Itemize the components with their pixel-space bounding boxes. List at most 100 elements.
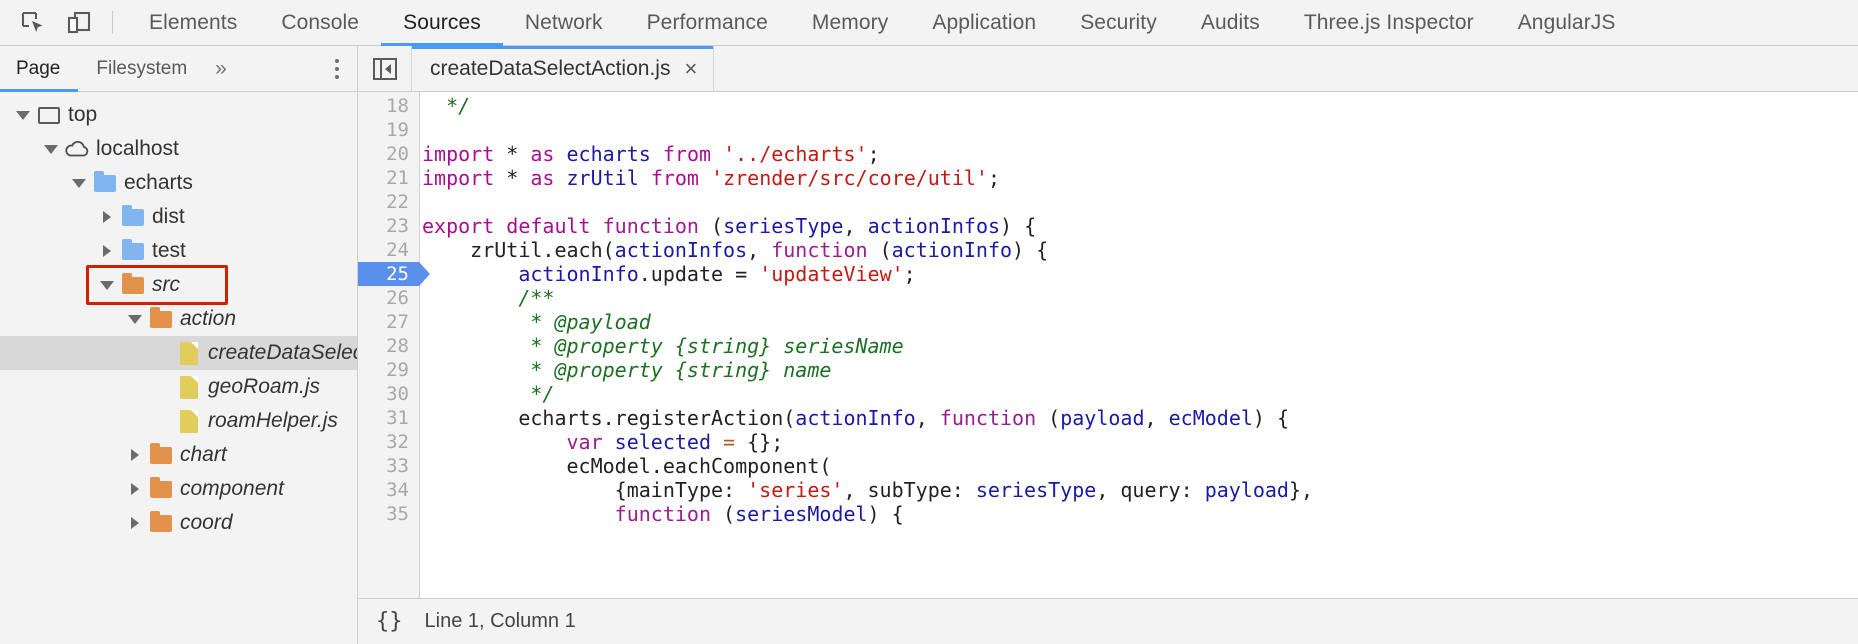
code-token: {}; [735,430,784,454]
line-number-19[interactable]: 19 [386,119,409,141]
device-toolbar-icon[interactable] [56,0,102,45]
tab-network[interactable]: Network [503,0,625,45]
code-content[interactable]: */ import * as echarts from '../echarts'… [420,92,1858,598]
code-line-29[interactable]: * @property {string} name [422,358,1858,382]
line-number-30[interactable]: 30 [386,383,409,405]
line-number-29[interactable]: 29 [386,359,409,381]
chevron-right-icon[interactable] [124,483,146,495]
chevron-down-icon[interactable] [68,178,90,188]
code-line-32[interactable]: var selected = {}; [422,430,1858,454]
line-number-25[interactable]: 25 [358,262,430,286]
tab-performance[interactable]: Performance [625,0,790,45]
chevron-right-icon[interactable] [124,449,146,461]
nav-tab-page[interactable]: Page [0,46,79,92]
tab-application[interactable]: Application [910,0,1058,45]
tree-item-label: coord [180,511,233,534]
folder-blue-icon [118,238,148,260]
code-line-27[interactable]: * @payload [422,310,1858,334]
chevron-down-icon[interactable] [40,144,62,154]
line-number-20[interactable]: 20 [386,143,409,165]
close-icon[interactable]: × [684,55,698,81]
code-token: * [494,142,531,166]
tab-angularjs[interactable]: AngularJS [1496,0,1638,45]
code-line-24[interactable]: zrUtil.each(actionInfos, function (actio… [422,238,1858,262]
code-line-22[interactable] [422,190,1858,214]
tree-item-localhost[interactable]: localhost [0,132,357,166]
folder-blue-icon [118,204,148,226]
tree-item-coord[interactable]: coord [0,506,357,540]
tree-item-test[interactable]: test [0,234,357,268]
chevron-down-icon[interactable] [12,110,34,120]
code-line-28[interactable]: * @property {string} seriesName [422,334,1858,358]
nav-tab-filesystem[interactable]: Filesystem [78,46,205,91]
line-number-23[interactable]: 23 [386,215,409,237]
code-line-34[interactable]: {mainType: 'series', subType: seriesType… [422,478,1858,502]
line-number-34[interactable]: 34 [386,479,409,501]
tree-item-chart[interactable]: chart [0,438,357,472]
tab-security[interactable]: Security [1058,0,1179,45]
line-number-28[interactable]: 28 [386,335,409,357]
tree-item-component[interactable]: component [0,472,357,506]
tab-threejs-inspector[interactable]: Three.js Inspector [1282,0,1496,45]
chevron-down-icon[interactable] [96,280,118,290]
chevron-down-icon[interactable] [124,314,146,324]
code-token: seriesType [975,478,1097,502]
editor-status-bar: {} Line 1, Column 1 [358,598,1858,644]
code-line-35[interactable]: function (seriesModel) { [422,502,1858,526]
code-line-23[interactable]: export default function (seriesType, act… [422,214,1858,238]
code-line-21[interactable]: import * as zrUtil from 'zrender/src/cor… [422,166,1858,190]
tree-item-roamHelper-js[interactable]: roamHelper.js [0,404,357,438]
line-number-26[interactable]: 26 [386,287,409,309]
code-line-20[interactable]: import * as echarts from '../echarts'; [422,142,1858,166]
code-line-18[interactable]: */ [422,94,1858,118]
tab-memory[interactable]: Memory [790,0,910,45]
line-number-31[interactable]: 31 [386,407,409,429]
code-line-19[interactable] [422,118,1858,142]
line-number-35[interactable]: 35 [386,503,409,525]
tab-audits[interactable]: Audits [1179,0,1282,45]
pretty-print-icon[interactable]: {} [376,609,403,634]
tab-sources[interactable]: Sources [381,0,503,46]
code-line-31[interactable]: echarts.registerAction(actionInfo, funct… [422,406,1858,430]
line-number-21[interactable]: 21 [386,167,409,189]
tree-item-label: action [180,307,237,330]
code-line-25[interactable]: actionInfo.update = 'updateView'; [422,262,1858,286]
code-line-26[interactable]: /** [422,286,1858,310]
code-token: /** [422,286,555,310]
more-tabs-chevron-icon[interactable]: » [205,46,237,91]
code-token: echarts.registerAction( [422,406,796,430]
tree-item-action[interactable]: action [0,302,357,336]
line-number-32[interactable]: 32 [386,431,409,453]
tree-item-createDataSelectAction-js[interactable]: createDataSelectAction.js [0,336,357,370]
tree-item-echarts[interactable]: echarts [0,166,357,200]
code-line-30[interactable]: */ [422,382,1858,406]
line-number-22[interactable]: 22 [386,191,409,213]
chevron-right-icon[interactable] [124,517,146,529]
tab-elements[interactable]: Elements [127,0,259,45]
editor-file-tab[interactable]: createDataSelectAction.js × [412,46,715,91]
tree-item-label: createDataSelectAction.js [208,341,357,364]
chevron-right-icon[interactable] [96,245,118,257]
code-line-33[interactable]: ecModel.eachComponent( [422,454,1858,478]
tree-item-top[interactable]: top [0,98,357,132]
code-token: ; [987,166,1001,190]
tree-item-geoRoam-js[interactable]: geoRoam.js [0,370,357,404]
inspect-element-icon[interactable] [10,0,56,45]
line-number-24[interactable]: 24 [386,239,409,261]
tab-console[interactable]: Console [259,0,381,45]
code-token: import [422,142,495,166]
line-number-27[interactable]: 27 [386,311,409,333]
chevron-right-icon[interactable] [96,211,118,223]
file-js-icon [174,409,204,433]
line-number-18[interactable]: 18 [386,95,409,117]
tree-item-dist[interactable]: dist [0,200,357,234]
more-options-icon[interactable] [317,46,357,91]
code-token: export [422,214,495,238]
line-number-33[interactable]: 33 [386,455,409,477]
show-navigator-icon[interactable] [358,46,412,91]
tree-item-src[interactable]: src [0,265,357,305]
code-token: , query: [1096,478,1205,502]
